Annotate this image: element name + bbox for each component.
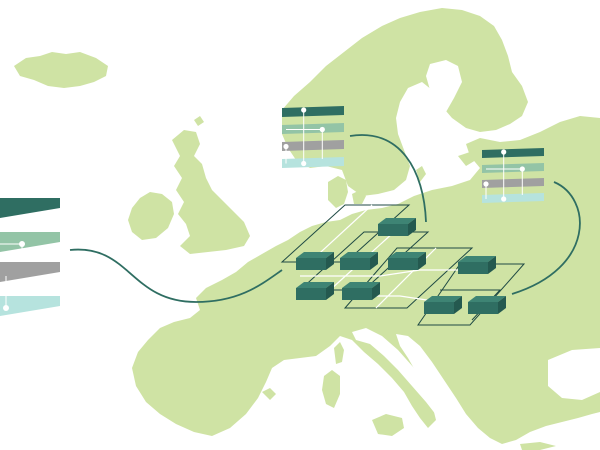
iceland xyxy=(14,52,108,88)
great-britain xyxy=(172,130,250,254)
server-block-icon xyxy=(388,252,426,270)
data-layer-stack-baltic xyxy=(482,148,544,203)
node-dot xyxy=(501,196,507,202)
node-dot xyxy=(319,126,325,133)
server-block-icon xyxy=(458,256,496,274)
land-layer xyxy=(14,8,600,450)
data-layer xyxy=(282,157,344,168)
data-layer xyxy=(0,232,60,252)
ireland xyxy=(128,192,174,240)
node-dot xyxy=(283,143,289,150)
data-layer-stack-scandinavia xyxy=(282,106,344,168)
sicily xyxy=(372,414,404,436)
node-dot xyxy=(301,160,307,167)
data-layer xyxy=(482,193,544,203)
node-dot xyxy=(301,107,307,113)
connector-baltic xyxy=(511,181,581,295)
gotland xyxy=(416,166,426,182)
server-block-icon xyxy=(468,296,506,314)
server-block-icon xyxy=(340,252,378,270)
adriatic-sea xyxy=(352,328,450,420)
orkney xyxy=(194,116,204,126)
server-blocks xyxy=(296,218,506,314)
server-block-icon xyxy=(296,282,334,300)
corsica xyxy=(334,342,344,364)
node-dot xyxy=(19,241,25,247)
gulf-of-bothnia xyxy=(426,60,462,112)
black-sea xyxy=(548,348,600,400)
node-dot xyxy=(3,305,9,311)
data-layer xyxy=(282,123,344,134)
data-layer xyxy=(482,178,544,188)
server-block-icon xyxy=(296,252,334,270)
sardinia xyxy=(322,370,340,408)
balearic-islands xyxy=(262,388,276,400)
server-block-icon xyxy=(424,296,462,314)
server-block-icon xyxy=(342,282,380,300)
connector-west xyxy=(69,248,283,303)
data-layer xyxy=(0,198,60,218)
crete xyxy=(520,442,556,450)
node-dot xyxy=(501,149,507,155)
data-layer xyxy=(0,296,60,316)
denmark xyxy=(328,176,348,208)
connector-scandinavia xyxy=(349,134,427,223)
server-block-icon xyxy=(378,218,416,236)
data-layer xyxy=(282,106,344,117)
node-dot xyxy=(483,181,489,187)
data-layer xyxy=(282,140,344,151)
node-dot xyxy=(519,166,525,172)
connector-lines xyxy=(69,134,581,303)
danish-islands xyxy=(352,190,366,204)
data-layer-stack-west xyxy=(0,198,60,316)
data-layer xyxy=(482,148,544,158)
data-layer xyxy=(0,262,60,282)
data-layer xyxy=(482,163,544,173)
